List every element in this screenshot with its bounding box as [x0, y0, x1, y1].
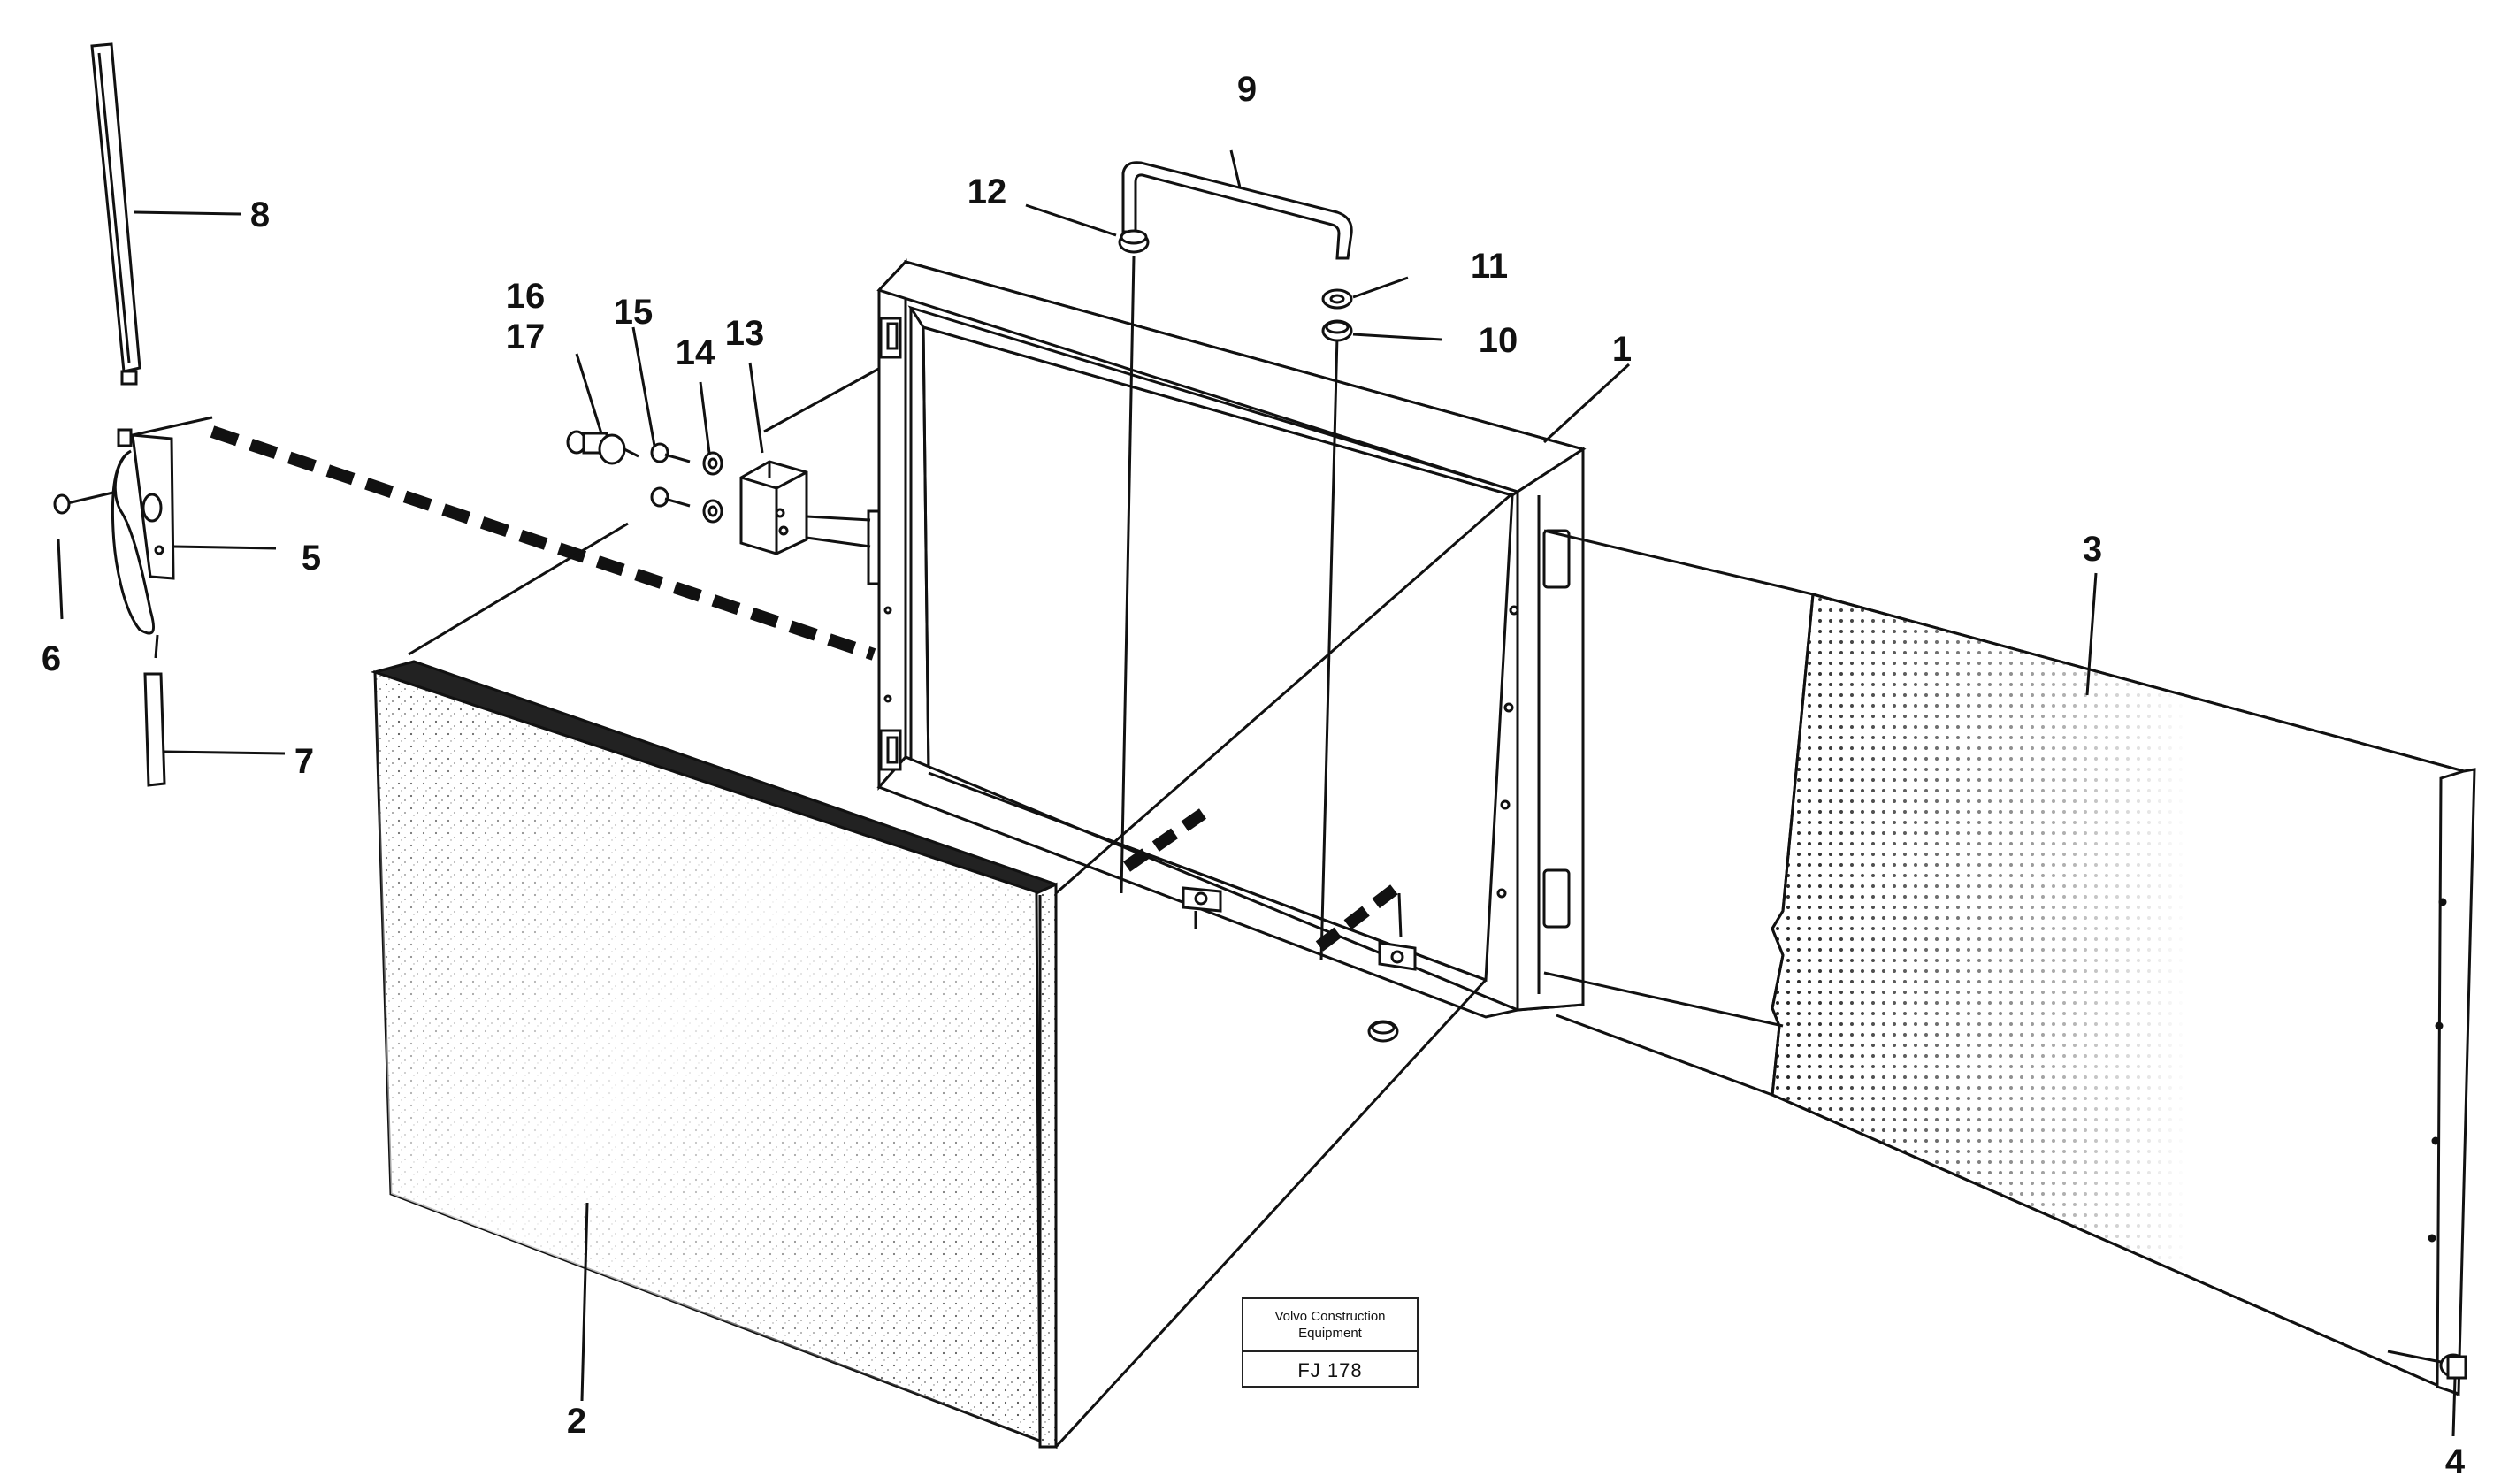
callout-labels: 1 2 3 4 5 6 7 8 9 10 11 12 13 14 15 16 1…	[42, 70, 2466, 1481]
bracket-assembly	[408, 326, 894, 656]
dashed-guide-line	[210, 425, 876, 661]
u-strap-part	[1121, 149, 1353, 260]
callout-14: 14	[676, 333, 715, 372]
callout-4: 4	[2445, 1442, 2466, 1481]
callout-3: 3	[2083, 530, 2102, 569]
latch-handle-part	[111, 416, 277, 635]
washers-and-nuts	[1025, 203, 1442, 1043]
upper-rod-part	[90, 42, 141, 386]
callout-12: 12	[968, 172, 1007, 211]
filter-pad-part	[370, 492, 1513, 1450]
callout-15: 15	[614, 293, 654, 332]
figure-caption-box: Volvo Construction Equipment FJ 178	[1242, 1297, 1419, 1388]
screw-part	[53, 490, 118, 620]
callout-8: 8	[250, 195, 270, 234]
callout-11: 11	[1471, 247, 1508, 286]
leader-line-8	[134, 210, 241, 216]
perforated-panel-part	[1543, 529, 2476, 1396]
callout-1: 1	[1612, 330, 1632, 369]
callout-17: 17	[506, 317, 546, 356]
figure-code: FJ 178	[1297, 1359, 1363, 1381]
manufacturer-label: Volvo Construction Equipment	[1243, 1299, 1417, 1352]
manufacturer-line-1: Volvo Construction	[1274, 1309, 1386, 1324]
callout-10: 10	[1479, 321, 1518, 360]
callout-5: 5	[302, 539, 321, 578]
callout-2: 2	[567, 1402, 586, 1441]
lower-rod-part	[143, 634, 286, 787]
manufacturer-line-2: Equipment	[1298, 1326, 1362, 1341]
callout-16: 16	[506, 277, 546, 316]
callout-6: 6	[42, 639, 61, 678]
frame-part	[876, 258, 1631, 1019]
callout-9: 9	[1237, 70, 1257, 109]
strap-rods	[1120, 256, 1405, 961]
callout-13: 13	[725, 314, 765, 353]
callout-7: 7	[294, 742, 314, 781]
bolt-part	[2387, 1350, 2467, 1437]
